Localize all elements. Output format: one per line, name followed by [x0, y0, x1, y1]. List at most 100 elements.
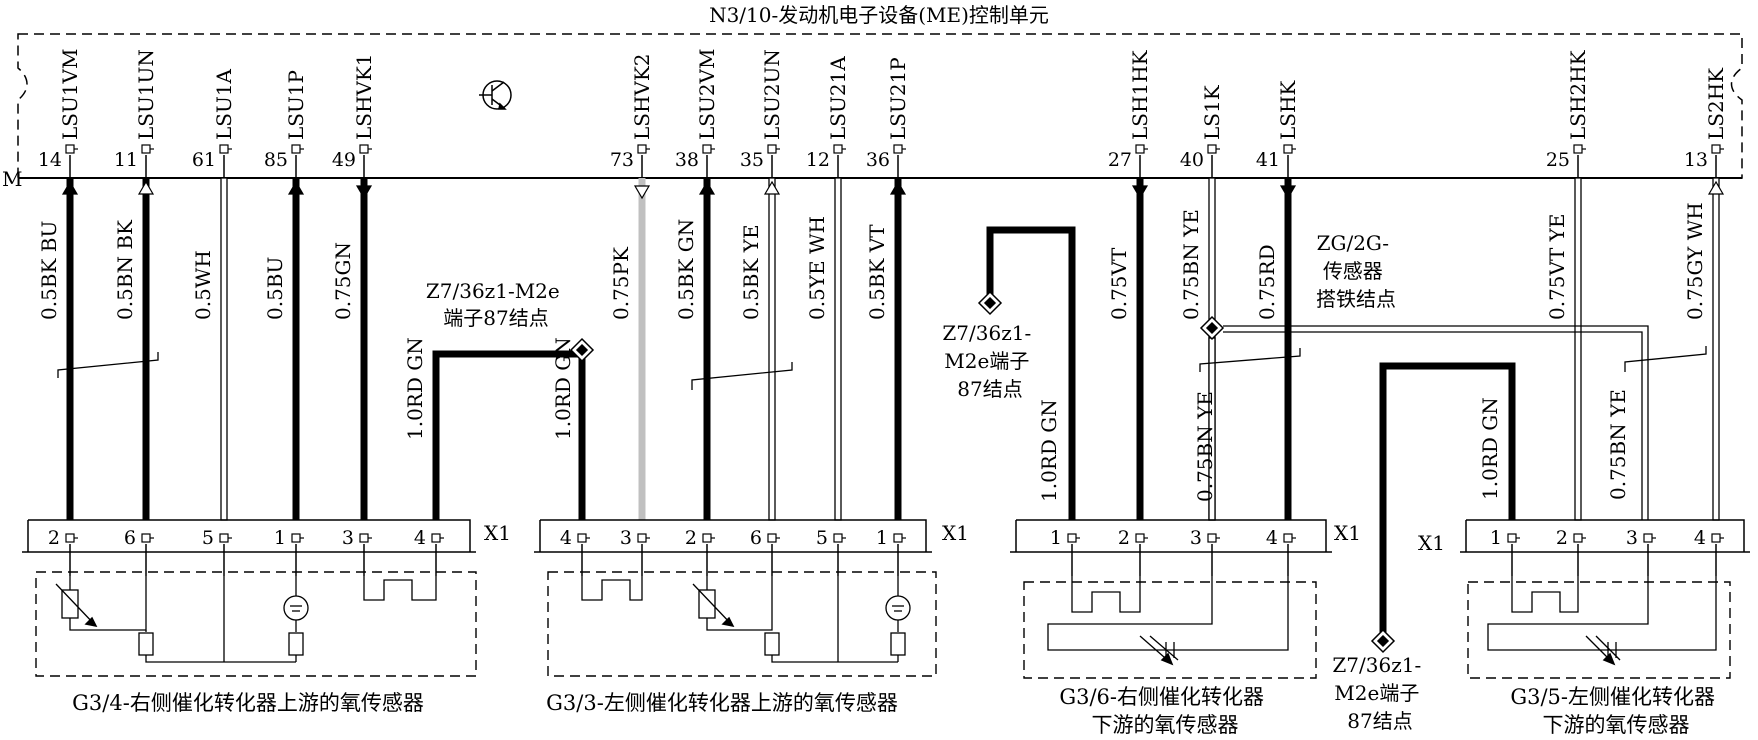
signal-arrow-c11: [1131, 185, 1149, 200]
ecu-terminal-11: [141, 144, 151, 154]
signal-arrow-c10: [889, 180, 907, 195]
connector-k2-terminal-5: [833, 533, 843, 543]
ecu-terminal-13: [1711, 144, 1721, 154]
wire-rd-gn-1: [432, 350, 582, 520]
sensor-g34-resistor-2: [288, 632, 304, 656]
splice-label-3: ZG/2G- 传感器 搭铁结点: [1316, 231, 1396, 311]
signal-arrow-c7: [698, 180, 716, 195]
wire-c15: [1712, 177, 1720, 521]
ecu-title: N3/10-发动机电子设备(ME)控制单元: [709, 3, 1049, 27]
wire-label-c1: 0.5BK BU: [37, 221, 61, 320]
wire-label-c4: 0.5BU: [263, 257, 287, 320]
ecu-terminal-38: [702, 144, 712, 154]
connector-k3-pin-1: 1: [1050, 527, 1062, 549]
ecu-pin-number-12: 12: [806, 149, 830, 171]
connector-k3-terminal-4: [1283, 533, 1293, 543]
wire-label-c8: 0.5BK YE: [739, 224, 763, 320]
ecu-signal-LSU21P: LSU21P: [886, 57, 910, 140]
wire-label-c7: 0.5BK GN: [674, 219, 698, 320]
splice-node-4-core: [1376, 634, 1390, 648]
ecu-signal-LS1K: LS1K: [1200, 84, 1224, 140]
sensor-g36-caption: G3/6-右侧催化转化器 下游的氧传感器: [1059, 685, 1270, 737]
connector-k1-terminal-1: [291, 533, 301, 543]
ecu-pin-number-85: 85: [264, 149, 288, 171]
wire-label-c12: 0.75BN YE: [1179, 209, 1203, 320]
connector-k3-terminal-3: [1207, 533, 1217, 543]
splice-label-2: Z7/36z1- M2e端子 87结点: [942, 321, 1037, 401]
sensor-g34-pump-cell: [283, 595, 309, 621]
sensor-g35-heater: [1511, 576, 1579, 613]
connector-k4-terminal-3: [1643, 533, 1653, 543]
connector-x1-label-1: X1: [484, 521, 511, 545]
wire-rd-gn-4: [1379, 362, 1516, 637]
ecu-pin-number-14: 14: [38, 149, 62, 171]
ecu-terminal-27: [1135, 144, 1145, 154]
shield-marker-3: [1199, 348, 1301, 372]
connector-k4-terminal-2: [1573, 533, 1583, 543]
wire-label-c5: 0.75GN: [331, 242, 355, 320]
connector-k2-pin-3: 3: [620, 527, 632, 549]
splice-label-4-line-2: M2e端子: [1334, 681, 1419, 705]
signal-arrow-c15: [1707, 180, 1725, 195]
connector-k1-pin-2: 2: [48, 527, 60, 549]
ecu-pin-number-73: 73: [610, 149, 634, 171]
connector-k1-pin-3: 3: [342, 527, 354, 549]
ecu-signal-LS2HK: LS2HK: [1704, 67, 1728, 140]
signal-arrow-c8: [763, 180, 781, 195]
splice-node-3-core: [1205, 321, 1219, 335]
wire-bn-ye-2-a: [1223, 325, 1649, 520]
sensor-g36-caption-line-2: 下游的氧传感器: [1092, 713, 1239, 737]
wire-label-c3: 0.5WH: [191, 250, 215, 320]
ecu-pin-number-11: 11: [114, 149, 138, 171]
signal-arrow-c13: [1279, 185, 1297, 200]
ecu-terminal-85: [291, 144, 301, 154]
ecu-signal-LSHVK2: LSHVK2: [630, 53, 654, 140]
splice-label-1: Z7/36z1-M2e 端子87结点: [426, 279, 566, 330]
connector-k4: [1460, 519, 1750, 553]
wire-label-bn-ye-1: 0.75BN YE: [1193, 391, 1217, 502]
connector-k1-pin-4: 4: [414, 527, 426, 549]
wire-label-c6: 0.75PK: [609, 246, 633, 320]
connector-k1-terminal-4: [431, 533, 441, 543]
wire-bn-ye-2-b: [1223, 331, 1643, 520]
ecu-signal-LSHVK1: LSHVK1: [352, 53, 376, 140]
connector-x1-label-4: X1: [1418, 531, 1445, 555]
sensor-box-g33: [547, 571, 937, 677]
connector-k2-pin-4: 4: [560, 527, 572, 549]
shield-marker-2: [691, 362, 793, 390]
wire-label-c2: 0.5BN BK: [113, 219, 137, 320]
connector-k3-pin-2: 2: [1118, 527, 1130, 549]
ecu-signal-LSU1A: LSU1A: [212, 68, 236, 140]
ecu-terminal-49: [359, 144, 369, 154]
wire-c9: [834, 177, 842, 521]
splice-node-1-core: [575, 343, 589, 357]
ecu-terminal-14: [65, 144, 75, 154]
sensor-box-g34: [35, 571, 477, 677]
connector-k2-terminal-3: [637, 533, 647, 543]
sensor-g36-circuit: [1047, 576, 1289, 651]
splice-label-1-line-2: 端子87结点: [443, 306, 548, 330]
sensor-box-g36: [1023, 581, 1317, 679]
ecu-signal-LSH1HK: LSH1HK: [1128, 49, 1152, 140]
connector-k4-pin-4: 4: [1694, 527, 1706, 549]
wire-label-c15: 0.75GY WH: [1683, 202, 1707, 320]
signal-arrow-c5: [355, 185, 373, 200]
signal-arrow-c1: [61, 180, 79, 195]
wire-c3: [220, 177, 228, 521]
connector-k2-pin-2: 2: [685, 527, 697, 549]
sensor-g33-pump-cell: [885, 595, 911, 621]
connector-k1-terminal-3: [359, 533, 369, 543]
splice-label-3-line-3: 搭铁结点: [1316, 287, 1396, 311]
sensor-g35-caption: G3/5-左侧催化转化器 下游的氧传感器: [1510, 685, 1721, 737]
splice-label-1-line-1: Z7/36z1-M2e: [426, 279, 560, 303]
sensor-g34-heater: [363, 576, 437, 601]
connector-k1-pin-5: 5: [202, 527, 214, 549]
shield-marker-4: [1624, 346, 1707, 372]
connector-k2-terminal-4: [577, 533, 587, 543]
connector-k1-terminal-6: [141, 533, 151, 543]
ecu-signal-LSU1VM: LSU1VM: [58, 49, 82, 140]
sensor-g36-caption-line-1: G3/6-右侧催化转化器: [1059, 685, 1264, 709]
wire-label-c14: 0.75VT YE: [1545, 214, 1569, 320]
shield-marker-1: [57, 352, 159, 378]
